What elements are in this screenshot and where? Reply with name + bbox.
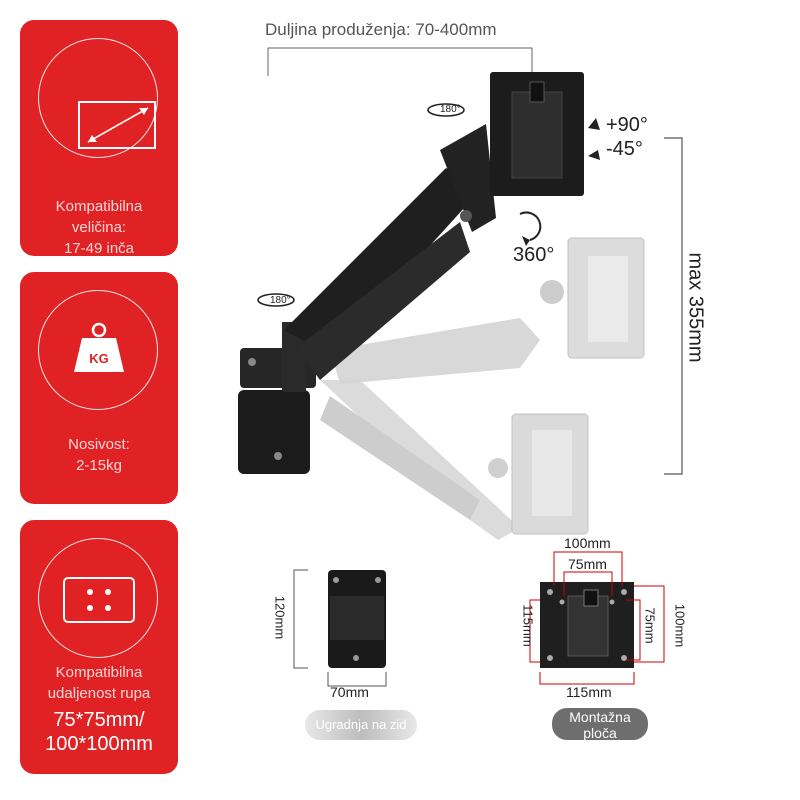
mounting-plate-caption-1: Montažna [569,709,631,725]
rotation-360-label: 360° [513,244,555,266]
feature-card-hole-distance: Kompatibilna udaljenost rupa 75*75mm/ 10… [20,520,178,774]
icon-ring [38,38,158,158]
mounting-plate-caption-2: ploča [583,725,617,741]
screen-size-label-1: Kompatibilna [55,198,143,215]
screen-size-label-2: veličina: [71,219,127,236]
mounting-holes-icon [63,577,135,623]
tilt-down-label: -45° [606,138,643,160]
vesa-inner-top: 75mm [568,556,607,572]
diagonal-size-icon [78,101,156,149]
vesa-left: 115mm [520,604,536,647]
max-height-label: max 355mm [684,252,707,363]
vesa-outer-right: 100mm [672,603,688,648]
rotation-base-label: 180° [270,295,291,306]
hole-distance-label-2: udaljenost rupa [47,685,151,702]
hole-distance-value-1: 75*75mm/ [53,709,145,731]
hole-distance-label-1: Kompatibilna [55,664,143,681]
screen-size-value: 17-49 inča [63,240,135,257]
load-capacity-value: 2-15kg [76,457,122,474]
vesa-inner-right: 75mm [642,607,658,644]
feature-card-screen-size: Kompatibilna veličina: 17-49 inča [20,20,178,257]
hole-distance-value-2: 100*100mm [45,733,153,755]
icon-ring [38,538,158,658]
kg-badge-text: KG [89,351,109,366]
mounting-plate-caption: Montažna ploča [552,708,648,741]
extension-length-label: Duljina produženja: 70-400mm [265,20,497,39]
weight-kg-icon [74,322,124,372]
ghost-arm-lower [320,380,589,540]
wall-plate-width: 70mm [330,684,369,700]
wall-plate-height: 120mm [272,595,288,640]
load-capacity-label: Nosivost: [68,436,130,453]
wall-mount-caption: Ugradnja na zid [305,710,417,740]
icon-ring [38,290,158,410]
tilt-up-label: +90° [606,114,648,136]
vesa-outer-top: 100mm [564,535,611,551]
vesa-bottom: 115mm [566,684,612,700]
rotation-top-label: 180° [440,104,461,115]
ghost-arm-middle [330,237,645,384]
feature-card-load-capacity: KG Nosivost: 2-15kg [20,272,178,504]
